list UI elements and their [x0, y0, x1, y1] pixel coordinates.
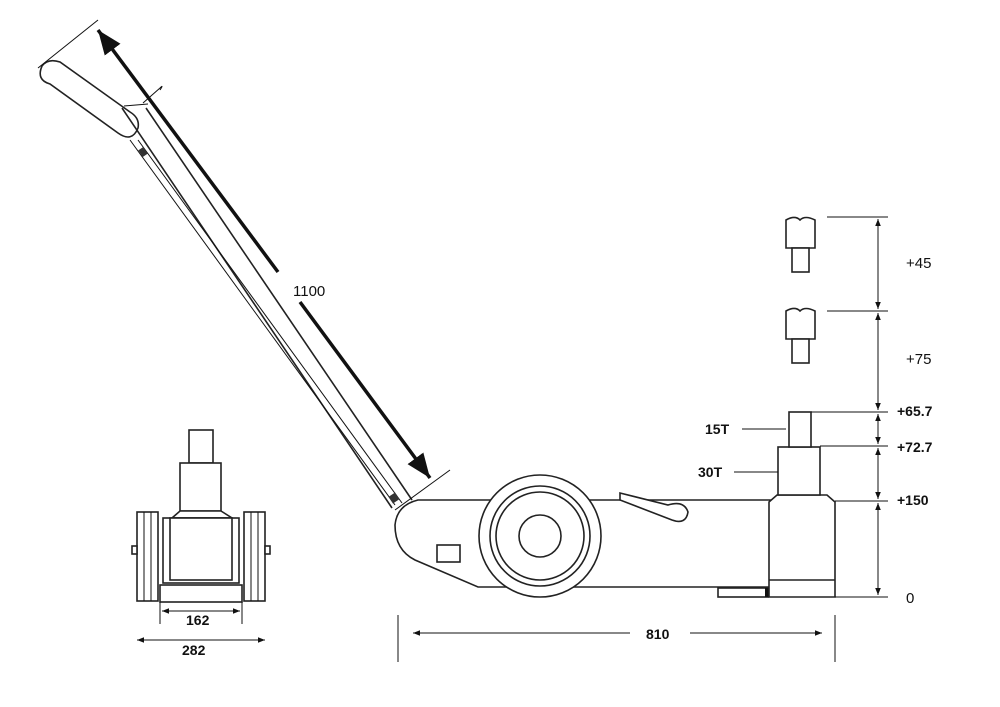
overall-length-dimension: 810	[397, 615, 836, 662]
height-dimension-chain: +45 +75 +65.7 +72.7 +150 0	[811, 216, 933, 607]
dim-zero: 0	[906, 590, 914, 607]
side-view: 162 282	[131, 429, 271, 658]
handle	[39, 59, 413, 509]
cylinder	[717, 411, 836, 598]
dim-plus-65-7: +65.7	[897, 403, 933, 419]
jack-body	[394, 474, 771, 598]
ram-label-30t: 30T	[698, 464, 723, 480]
dim-plus-72-7: +72.7	[897, 439, 933, 455]
handle-length-dimension: 1100	[37, 19, 451, 511]
overall-length-label: 810	[646, 626, 670, 642]
side-inner-width-label: 162	[186, 612, 210, 628]
saddle-extension-lower	[785, 307, 816, 364]
side-outer-width-label: 282	[182, 642, 206, 658]
ram-label-15t: 15T	[705, 421, 730, 437]
dim-plus-150: +150	[897, 492, 929, 508]
handle-length-label: 1100	[293, 283, 325, 300]
dim-plus-75: +75	[906, 351, 931, 368]
saddle-extension-upper	[785, 216, 816, 273]
dim-plus-45: +45	[906, 255, 931, 272]
